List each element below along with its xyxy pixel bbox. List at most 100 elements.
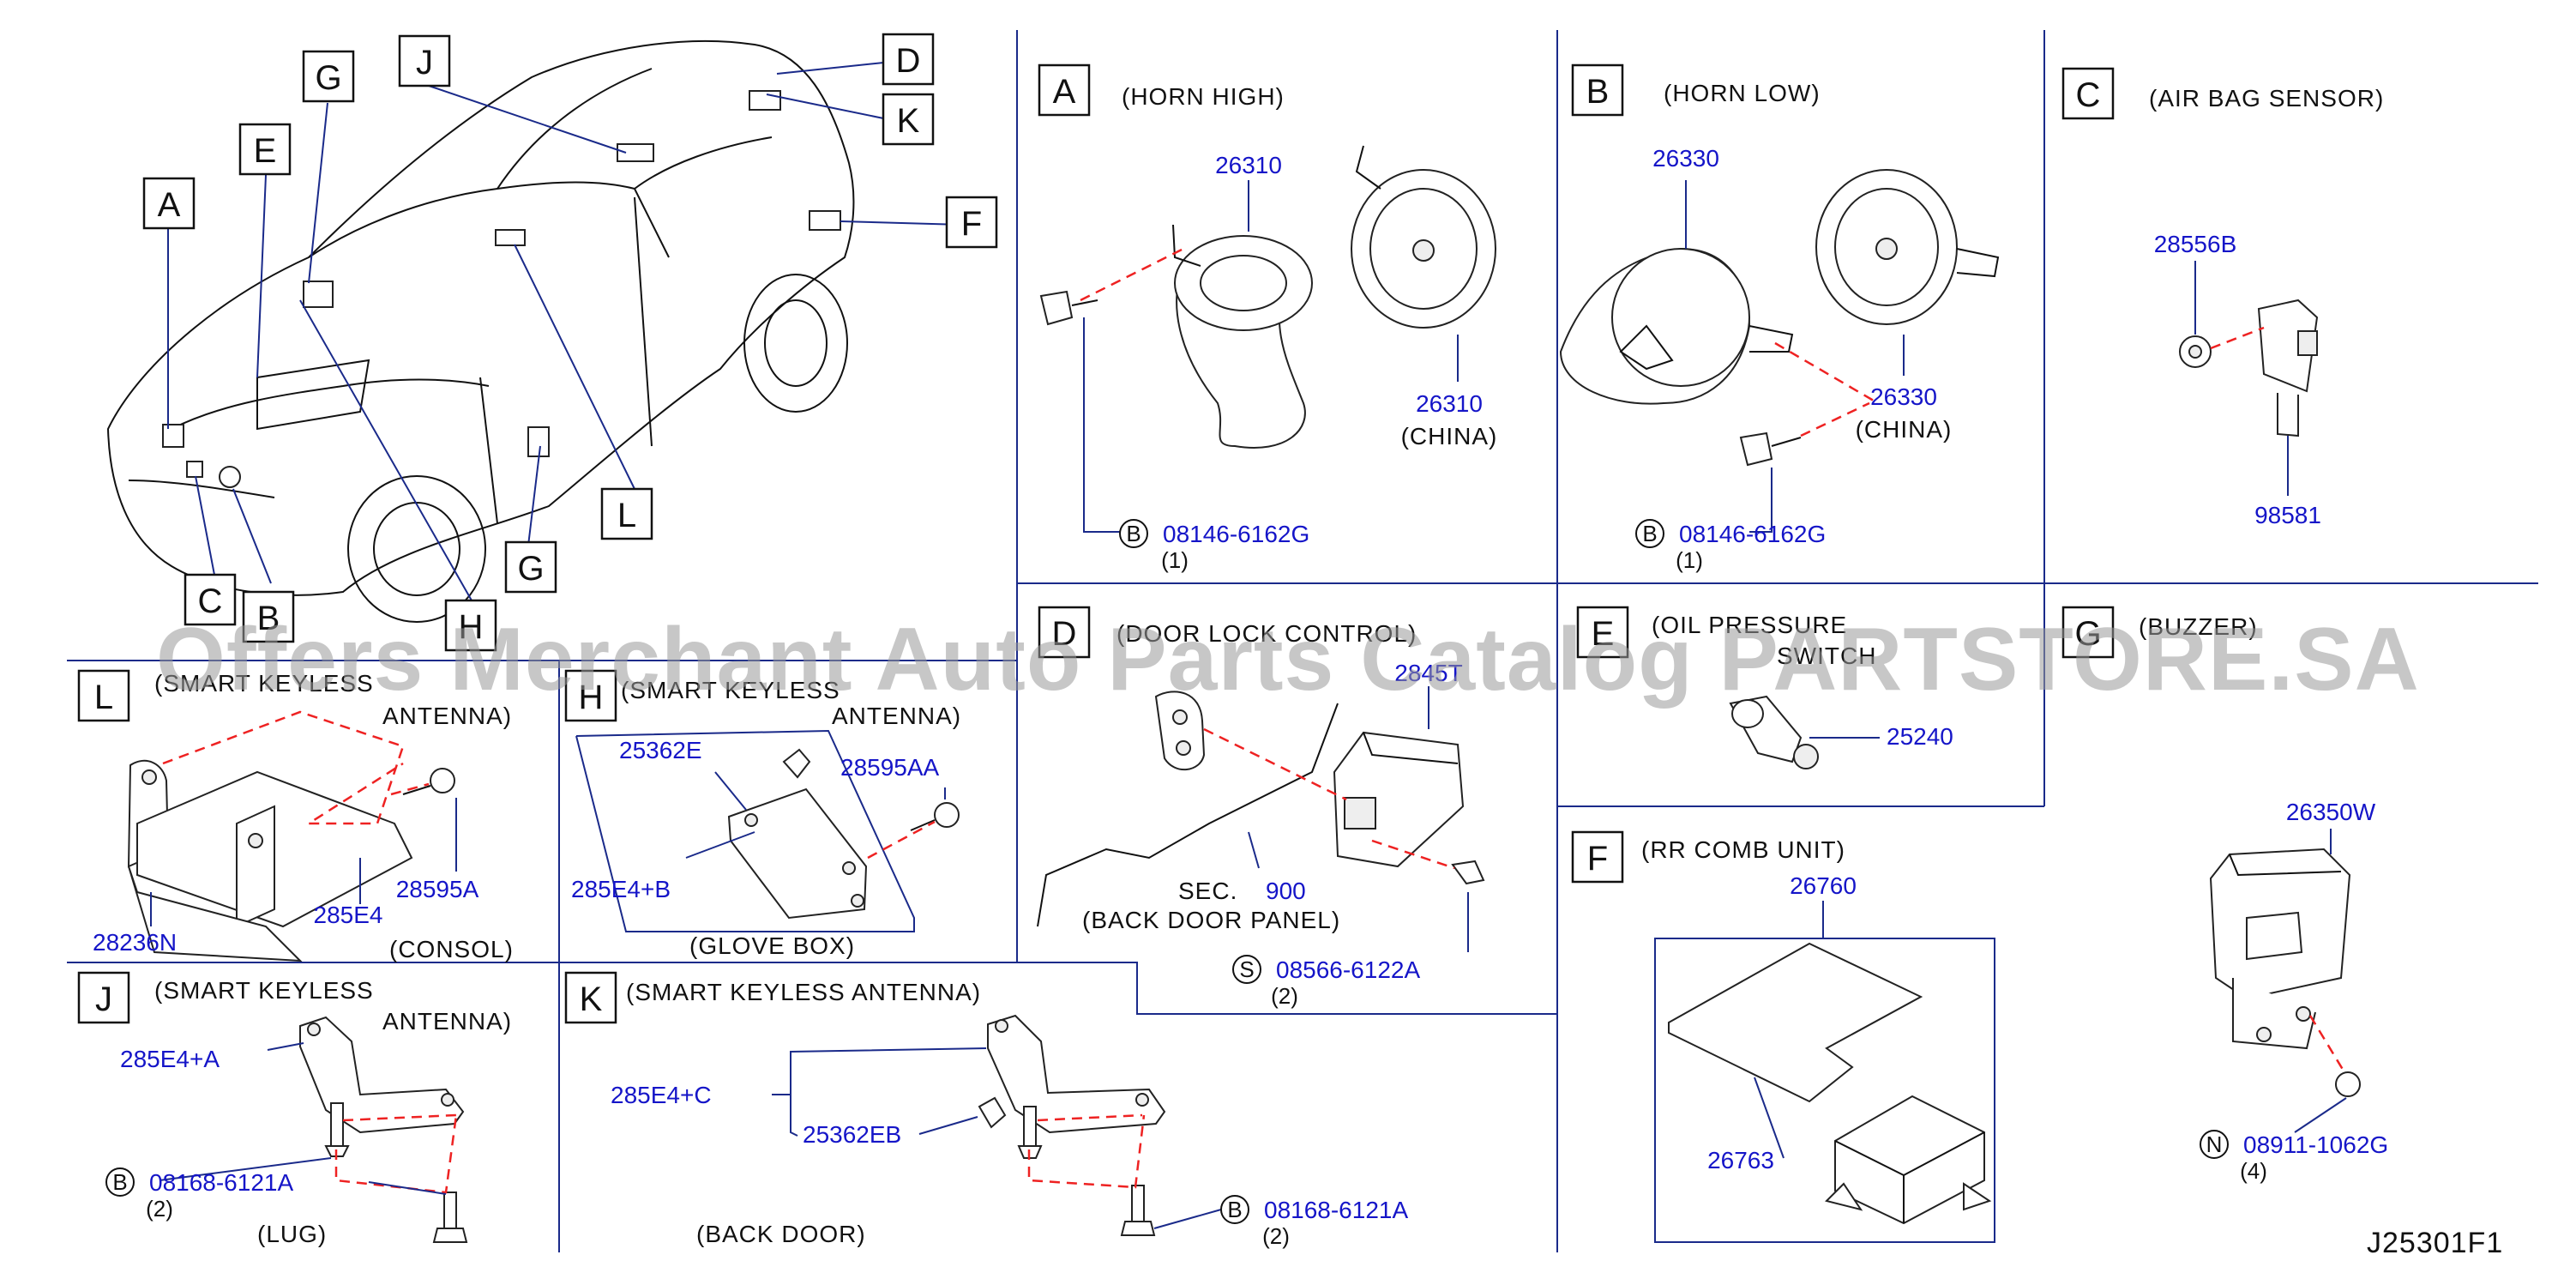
callout-box-D: D bbox=[882, 33, 935, 86]
part-no-bolt: 28595AA bbox=[840, 754, 940, 781]
horn-low-drawing bbox=[1559, 169, 2000, 467]
door-lock-drawing bbox=[1037, 691, 1485, 927]
part-no-unit: 26760 bbox=[1790, 872, 1857, 899]
location-note: (BACK DOOR) bbox=[696, 1221, 866, 1247]
bolt-symbol: B bbox=[112, 1169, 127, 1195]
svg-text:G: G bbox=[517, 550, 544, 588]
callout-box-G2: G bbox=[504, 540, 557, 594]
section-title-line2: ANTENNA) bbox=[382, 1008, 512, 1035]
section-title-line1: (SMART KEYLESS bbox=[154, 977, 374, 1004]
callout-box-C: C bbox=[184, 573, 237, 626]
section-letter: K bbox=[580, 980, 603, 1018]
section-F-rr-comb-unit: F (RR COMB UNIT) 26760 26763 bbox=[1571, 830, 1995, 1243]
buzzer-drawing bbox=[2209, 848, 2361, 1097]
section-title: (AIR BAG SENSOR) bbox=[2149, 85, 2384, 112]
diagram-id: J25301F1 bbox=[2367, 1227, 2503, 1259]
bolt-symbol: S bbox=[1239, 956, 1254, 982]
section-letter: B bbox=[1586, 73, 1610, 111]
section-title: (HORN HIGH) bbox=[1122, 83, 1285, 110]
quantity: (1) bbox=[1161, 547, 1189, 573]
section-title-line1: (SMART KEYLESS bbox=[621, 677, 840, 703]
section-title-line2: ANTENNA) bbox=[382, 703, 512, 729]
horn-high-drawing bbox=[1039, 145, 1496, 449]
section-letter: L bbox=[94, 679, 113, 716]
location-note: (GLOVE BOX) bbox=[689, 932, 855, 959]
location-note: (LUG) bbox=[257, 1221, 327, 1247]
section-title-line1: (SMART KEYLESS bbox=[154, 670, 374, 697]
callout-box-B: B bbox=[242, 590, 295, 643]
section-letter: E bbox=[1592, 615, 1615, 653]
section-title: (BUZZER) bbox=[2139, 613, 2258, 640]
svg-text:H: H bbox=[459, 608, 484, 646]
part-no-nut: 28556B bbox=[2154, 231, 2237, 257]
part-no-horn-low-china: 26330 bbox=[1870, 383, 1937, 410]
bolt-symbol: B bbox=[1126, 521, 1141, 546]
section-title-line2: SWITCH bbox=[1777, 643, 1876, 669]
section-letter: A bbox=[1053, 73, 1076, 111]
part-no-bolt: 08168-6121A bbox=[1264, 1197, 1408, 1223]
callout-box-K: K bbox=[882, 93, 935, 146]
callout-frame bbox=[575, 729, 915, 932]
rr-comb-unit-drawing bbox=[1668, 942, 1992, 1225]
svg-text:A: A bbox=[158, 186, 181, 224]
svg-text:G: G bbox=[315, 59, 341, 97]
section-J-antenna-lug: J (SMART KEYLESS ANTENNA) 285E4+A B 0816… bbox=[77, 971, 512, 1247]
part-no-bracket: 28236N bbox=[93, 929, 177, 956]
part-no-antenna: 285E4+B bbox=[571, 876, 671, 902]
callout-box-H: H bbox=[444, 599, 497, 652]
section-letter: D bbox=[1052, 615, 1077, 653]
callout-box-A: A bbox=[142, 177, 196, 230]
callout-box-G: G bbox=[302, 50, 355, 103]
part-no-sensor: 98581 bbox=[2254, 502, 2321, 528]
svg-text:J: J bbox=[416, 44, 433, 81]
part-no-cover: 26763 bbox=[1707, 1147, 1774, 1173]
part-no-horn-low: 26330 bbox=[1652, 145, 1719, 172]
callout-box-L: L bbox=[600, 487, 653, 540]
section-letter: H bbox=[579, 679, 604, 716]
section-C-air-bag-sensor: C (AIR BAG SENSOR) 28556B 98581 bbox=[2061, 67, 2384, 528]
svg-text:K: K bbox=[897, 102, 920, 140]
antenna-consol-drawing bbox=[127, 759, 455, 962]
svg-text:D: D bbox=[896, 42, 921, 80]
air-bag-sensor-drawing bbox=[2179, 299, 2319, 437]
part-no-buzzer: 26350W bbox=[2286, 799, 2376, 825]
panel-note: (BACK DOOR PANEL) bbox=[1082, 907, 1340, 933]
quantity: (1) bbox=[1676, 547, 1703, 573]
callout-box-F: F bbox=[945, 196, 998, 249]
section-L-antenna-consol: L (SMART KEYLESS ANTENNA) 28595A 285E4 2… bbox=[77, 669, 514, 962]
quantity: (4) bbox=[2240, 1158, 2267, 1184]
part-no-unit: 2845T bbox=[1394, 660, 1462, 686]
section-title: (SMART KEYLESS ANTENNA) bbox=[626, 979, 981, 1005]
section-B-horn-low: B (HORN LOW) 26330 26330 (CHINA) B 08146… bbox=[1559, 63, 2000, 573]
svg-text:E: E bbox=[254, 132, 277, 170]
quantity: (2) bbox=[146, 1196, 173, 1222]
part-no-bolt: 08146-6162G bbox=[1679, 521, 1826, 547]
bolt-symbol: B bbox=[1642, 521, 1657, 546]
section-E-oil-pressure-switch: E (OIL PRESSURE SWITCH 25240 bbox=[1576, 606, 1953, 769]
part-no-clip: 25362E bbox=[619, 737, 702, 763]
part-no-horn-high-china: 26310 bbox=[1416, 390, 1483, 417]
section-D-door-lock-control: D (DOOR LOCK CONTROL) 2845T SEC. 900 (BA… bbox=[1037, 606, 1485, 1009]
location-note: (CONSOL) bbox=[389, 936, 514, 962]
sec-label: SEC. bbox=[1178, 878, 1237, 904]
part-no-antenna: 285E4+A bbox=[120, 1046, 220, 1072]
section-letter: C bbox=[2076, 76, 2101, 114]
part-no-bolt: 08146-6162G bbox=[1163, 521, 1309, 547]
part-no-clip: 25362EB bbox=[803, 1121, 901, 1148]
callout-box-E: E bbox=[238, 123, 292, 176]
part-no-switch: 25240 bbox=[1887, 723, 1953, 750]
section-H-antenna-glove-box: H (SMART KEYLESS ANTENNA) 25362E 28595AA… bbox=[564, 669, 961, 959]
section-title-line2: ANTENNA) bbox=[832, 703, 961, 729]
watermark: Offers Merchant Auto Parts Catalog PARTS… bbox=[156, 610, 2420, 709]
svg-text:B: B bbox=[257, 600, 280, 637]
bolt-symbol: B bbox=[1227, 1197, 1242, 1222]
quantity: (2) bbox=[1271, 983, 1298, 1009]
sec-number: 900 bbox=[1266, 878, 1306, 904]
part-no-nut: 08911-1062G bbox=[2243, 1131, 2388, 1158]
vehicle-body-outline bbox=[106, 39, 855, 623]
section-G-buzzer: G (BUZZER) 26350W N 08911-1062G (4) bbox=[2061, 606, 2388, 1184]
section-letter: G bbox=[2074, 615, 2101, 653]
callout-leaders bbox=[167, 61, 963, 601]
vehicle-overview: A E G J D K F L bbox=[106, 33, 998, 652]
